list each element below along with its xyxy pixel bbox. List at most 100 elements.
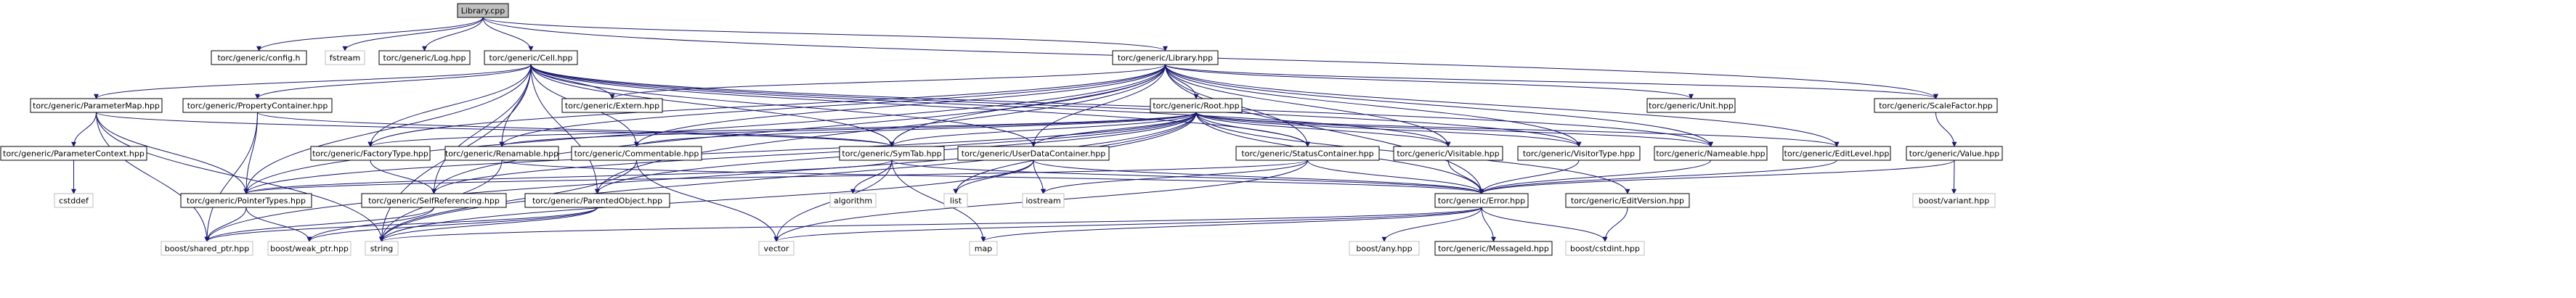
edge-cell_hpp-to-userdatacontainer_hpp	[530, 64, 1036, 147]
node-root_hpp[interactable]: torc/generic/Root.hpp	[1150, 98, 1243, 113]
node-box	[829, 193, 877, 208]
node-statuscontainer_hpp[interactable]: torc/generic/StatusContainer.hpp	[1235, 146, 1380, 161]
edge-parametermap_hpp-to-string	[96, 112, 384, 242]
node-label: torc/generic/StatusContainer.hpp	[1241, 149, 1373, 159]
node-box	[267, 241, 352, 256]
node-label: torc/generic/SelfReferencing.hpp	[368, 196, 500, 206]
node-box	[1393, 146, 1503, 161]
edge-commentable_hpp-to-string	[379, 160, 637, 242]
node-parametercontext_hpp[interactable]: torc/generic/ParameterContext.hpp	[0, 146, 147, 161]
node-box	[957, 146, 1110, 161]
node-boost_variant_hpp: boost/variant.hpp	[1912, 193, 1996, 208]
edge-root_hpp-to-statuscontainer_hpp	[1195, 112, 1310, 147]
node-label: torc/generic/Value.hpp	[1909, 149, 2000, 159]
edge-symtab_hpp-to-algorithm	[850, 160, 893, 194]
node-nameable_hpp[interactable]: torc/generic/Nameable.hpp	[1654, 146, 1768, 161]
node-extern_hpp[interactable]: torc/generic/Extern.hpp	[561, 98, 663, 113]
node-label: torc/generic/Nameable.hpp	[1656, 149, 1765, 159]
node-label: torc/generic/Commentable.hpp	[574, 149, 699, 159]
node-label: algorithm	[834, 196, 872, 206]
node-pointertypes_hpp[interactable]: torc/generic/PointerTypes.hpp	[180, 193, 312, 208]
node-label: torc/generic/ParentedObject.hpp	[532, 196, 662, 206]
node-string: string	[365, 241, 399, 256]
edge-library_hpp-to-factorytype_hpp	[367, 64, 1166, 147]
edge-editlevel_hpp-to-error_hpp	[1479, 160, 1837, 194]
node-label: boost/weak_ptr.hpp	[270, 244, 349, 254]
node-label: torc/generic/config.h	[217, 54, 300, 63]
node-scalefactor_hpp[interactable]: torc/generic/ScaleFactor.hpp	[1874, 98, 1998, 113]
edge-library_hpp-to-editlevel_hpp	[1165, 64, 1840, 147]
node-messageid_hpp[interactable]: torc/generic/MessageId.hpp	[1434, 241, 1553, 256]
edge-parentedobject_hpp-to-string	[379, 207, 598, 242]
node-box	[943, 193, 968, 208]
node-label: vector	[764, 244, 789, 254]
node-value_hpp[interactable]: torc/generic/Value.hpp	[1906, 146, 2003, 161]
node-factorytype_hpp[interactable]: torc/generic/FactoryType.hpp	[310, 146, 431, 161]
node-editversion_hpp[interactable]: torc/generic/EditVersion.hpp	[1565, 193, 1690, 208]
node-visitable_hpp[interactable]: torc/generic/Visitable.hpp	[1393, 146, 1503, 161]
node-box	[758, 241, 795, 256]
node-library_cpp[interactable]: Library.cpp	[457, 3, 509, 18]
nodes-layer: Library.cpp torc/generic/config.h fstream t…	[0, 3, 2003, 256]
edge-nameable_hpp-to-error_hpp	[1479, 160, 1711, 194]
node-error_hpp[interactable]: torc/generic/Error.hpp	[1434, 193, 1529, 208]
edge-error_hpp-to-boost_any_hpp	[1381, 207, 1482, 242]
node-renamable_hpp[interactable]: torc/generic/Renamable.hpp	[444, 146, 559, 161]
edge-parentedobject_hpp-to-boost_weak_ptr_hpp	[306, 207, 598, 242]
edge-cell_hpp-to-parametermap_hpp	[94, 64, 532, 99]
node-label: torc/generic/Extern.hpp	[565, 102, 659, 111]
node-commentable_hpp[interactable]: torc/generic/Commentable.hpp	[571, 146, 702, 161]
node-fstream: fstream	[325, 50, 365, 65]
node-propertycontainer_hpp[interactable]: torc/generic/PropertyContainer.hpp	[182, 98, 333, 113]
edge-factorytype_hpp-to-selfreferencing_hpp	[370, 160, 436, 194]
node-cell_hpp[interactable]: torc/generic/Cell.hpp	[484, 50, 578, 65]
node-list: list	[943, 193, 968, 208]
edge-library_cpp-to-log_hpp	[422, 17, 484, 51]
node-config_h[interactable]: torc/generic/config.h	[211, 50, 307, 65]
node-label: boost/variant.hpp	[1919, 196, 1989, 206]
node-boost_shared_ptr_hpp: boost/shared_ptr.hpp	[161, 241, 253, 256]
node-log_hpp[interactable]: torc/generic/Log.hpp	[378, 50, 471, 65]
node-symtab_hpp[interactable]: torc/generic/SymTab.hpp	[839, 146, 945, 161]
node-boost_any_hpp: boost/any.hpp	[1349, 241, 1420, 256]
node-selfreferencing_hpp[interactable]: torc/generic/SelfReferencing.hpp	[361, 193, 507, 208]
edge-root_hpp-to-visitable_hpp	[1195, 112, 1451, 147]
edge-editversion_hpp-to-boost_cstdint_hpp	[1602, 207, 1628, 242]
edge-library_hpp-to-pointertypes_hpp	[243, 64, 1166, 194]
edge-root_hpp-to-visitortype_hpp	[1195, 112, 1582, 147]
node-label: torc/generic/Log.hpp	[383, 54, 466, 63]
node-box	[378, 50, 471, 65]
edge-pointertypes_hpp-to-boost_shared_ptr_hpp	[204, 207, 247, 242]
node-visitortype_hpp[interactable]: torc/generic/VisitorType.hpp	[1517, 146, 1641, 161]
edge-library_hpp-to-userdatacontainer_hpp	[1031, 64, 1166, 147]
node-box	[1654, 146, 1768, 161]
edge-library_hpp-to-scalefactor_hpp	[1165, 64, 1938, 99]
edge-library_hpp-to-unit_hpp	[1165, 64, 1694, 99]
edge-root_hpp-to-renamable_hpp	[499, 112, 1197, 147]
node-box	[969, 241, 998, 256]
node-library_hpp[interactable]: torc/generic/Library.hpp	[1112, 50, 1219, 65]
node-box	[1565, 241, 1645, 256]
edge-selfreferencing_hpp-to-boost_shared_ptr_hpp	[204, 207, 434, 242]
edge-userdatacontainer_hpp-to-list	[953, 160, 1034, 194]
edge-root_hpp-to-selfreferencing_hpp	[431, 112, 1197, 194]
node-box	[457, 3, 509, 18]
edge-userdatacontainer_hpp-to-string	[379, 160, 1034, 242]
node-label: iostream	[1025, 196, 1060, 206]
edge-parametermap_hpp-to-parametercontext_hpp	[71, 112, 97, 147]
node-box	[1646, 98, 1736, 113]
node-label: boost/any.hpp	[1356, 244, 1412, 254]
node-box	[1434, 241, 1553, 256]
node-label: torc/generic/Cell.hpp	[489, 54, 573, 63]
node-parametermap_hpp[interactable]: torc/generic/ParameterMap.hpp	[30, 98, 163, 113]
node-label: torc/generic/Visitable.hpp	[1397, 149, 1499, 159]
node-unit_hpp[interactable]: torc/generic/Unit.hpp	[1646, 98, 1736, 113]
node-label: Library.cpp	[461, 7, 505, 16]
node-parentedobject_hpp[interactable]: torc/generic/ParentedObject.hpp	[524, 193, 670, 208]
node-label: torc/generic/EditVersion.hpp	[1571, 196, 1684, 206]
node-label: torc/generic/EditLevel.hpp	[1784, 149, 1890, 159]
node-userdatacontainer_hpp[interactable]: torc/generic/UserDataContainer.hpp	[957, 146, 1110, 161]
node-box	[1235, 146, 1380, 161]
node-editlevel_hpp[interactable]: torc/generic/EditLevel.hpp	[1782, 146, 1891, 161]
